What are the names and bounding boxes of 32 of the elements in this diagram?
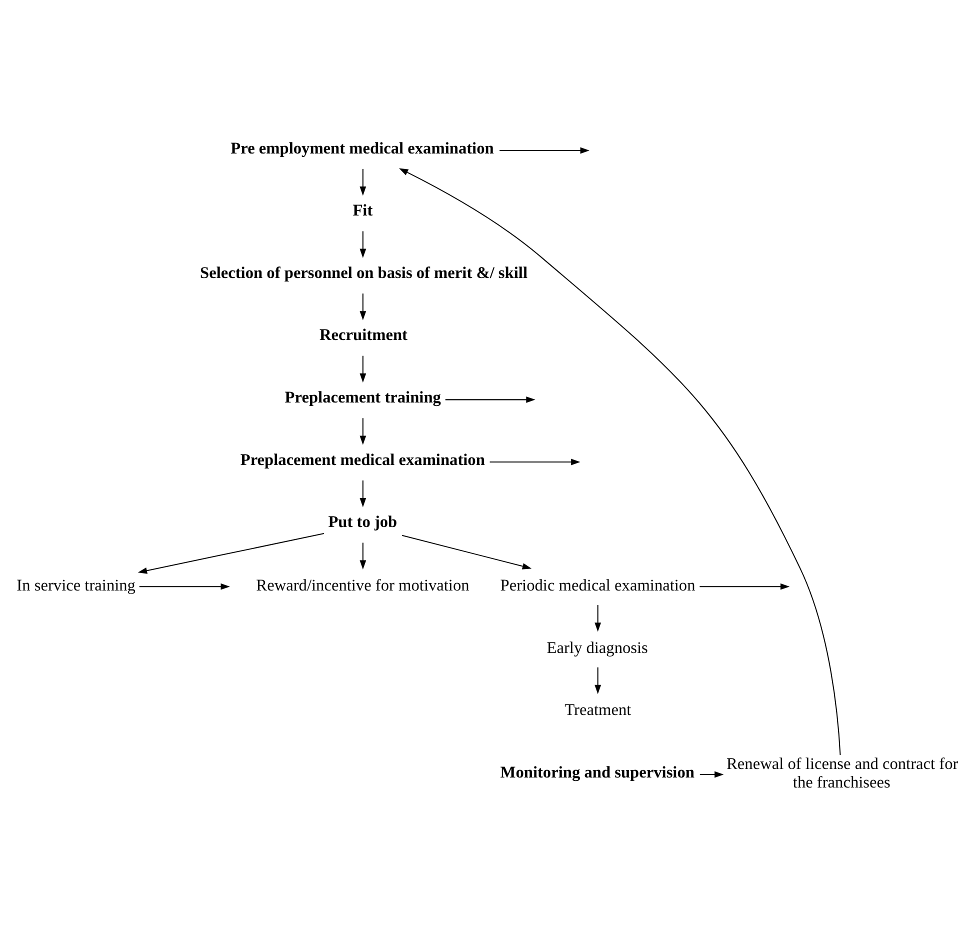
- arrow: [399, 168, 841, 755]
- node-text: Put to job: [328, 512, 398, 532]
- node-text: Treatment: [564, 700, 632, 720]
- node-text: Selection of personnel on basis of merit &/ skill: [200, 262, 528, 282]
- arrow: [360, 294, 366, 320]
- arrow: [402, 534, 532, 570]
- arrow: [594, 605, 602, 632]
- node-text: Early diagnosis: [546, 638, 648, 657]
- arrow: [360, 356, 366, 383]
- node-text: Fit: [352, 200, 373, 220]
- arrow: [139, 583, 230, 590]
- arrow: [138, 533, 324, 574]
- arrow: [594, 667, 602, 694]
- node-text: In service training: [16, 575, 136, 594]
- arrow: [490, 458, 580, 466]
- arrow: [360, 542, 366, 570]
- node-text: Monitoring and supervision: [500, 762, 694, 782]
- arrow: [700, 771, 724, 778]
- arrow: [500, 147, 590, 154]
- node-text: Pre employment medical examination: [230, 138, 494, 158]
- node-text: Preplacement training: [284, 388, 441, 407]
- arrow: [700, 583, 790, 590]
- node-text: Preplacement medical examination: [240, 450, 485, 469]
- arrow: [360, 231, 366, 258]
- node-text: Recruitment: [320, 325, 408, 344]
- node-text: Renewal of license and contract for the franchisees: [726, 754, 958, 792]
- arrow: [360, 418, 366, 445]
- node-text: Periodic medical examination: [500, 575, 696, 594]
- arrow: [445, 396, 536, 403]
- arrow: [360, 480, 366, 508]
- node-text: Reward/incentive for motivation: [256, 575, 470, 594]
- arrow: [360, 168, 366, 196]
